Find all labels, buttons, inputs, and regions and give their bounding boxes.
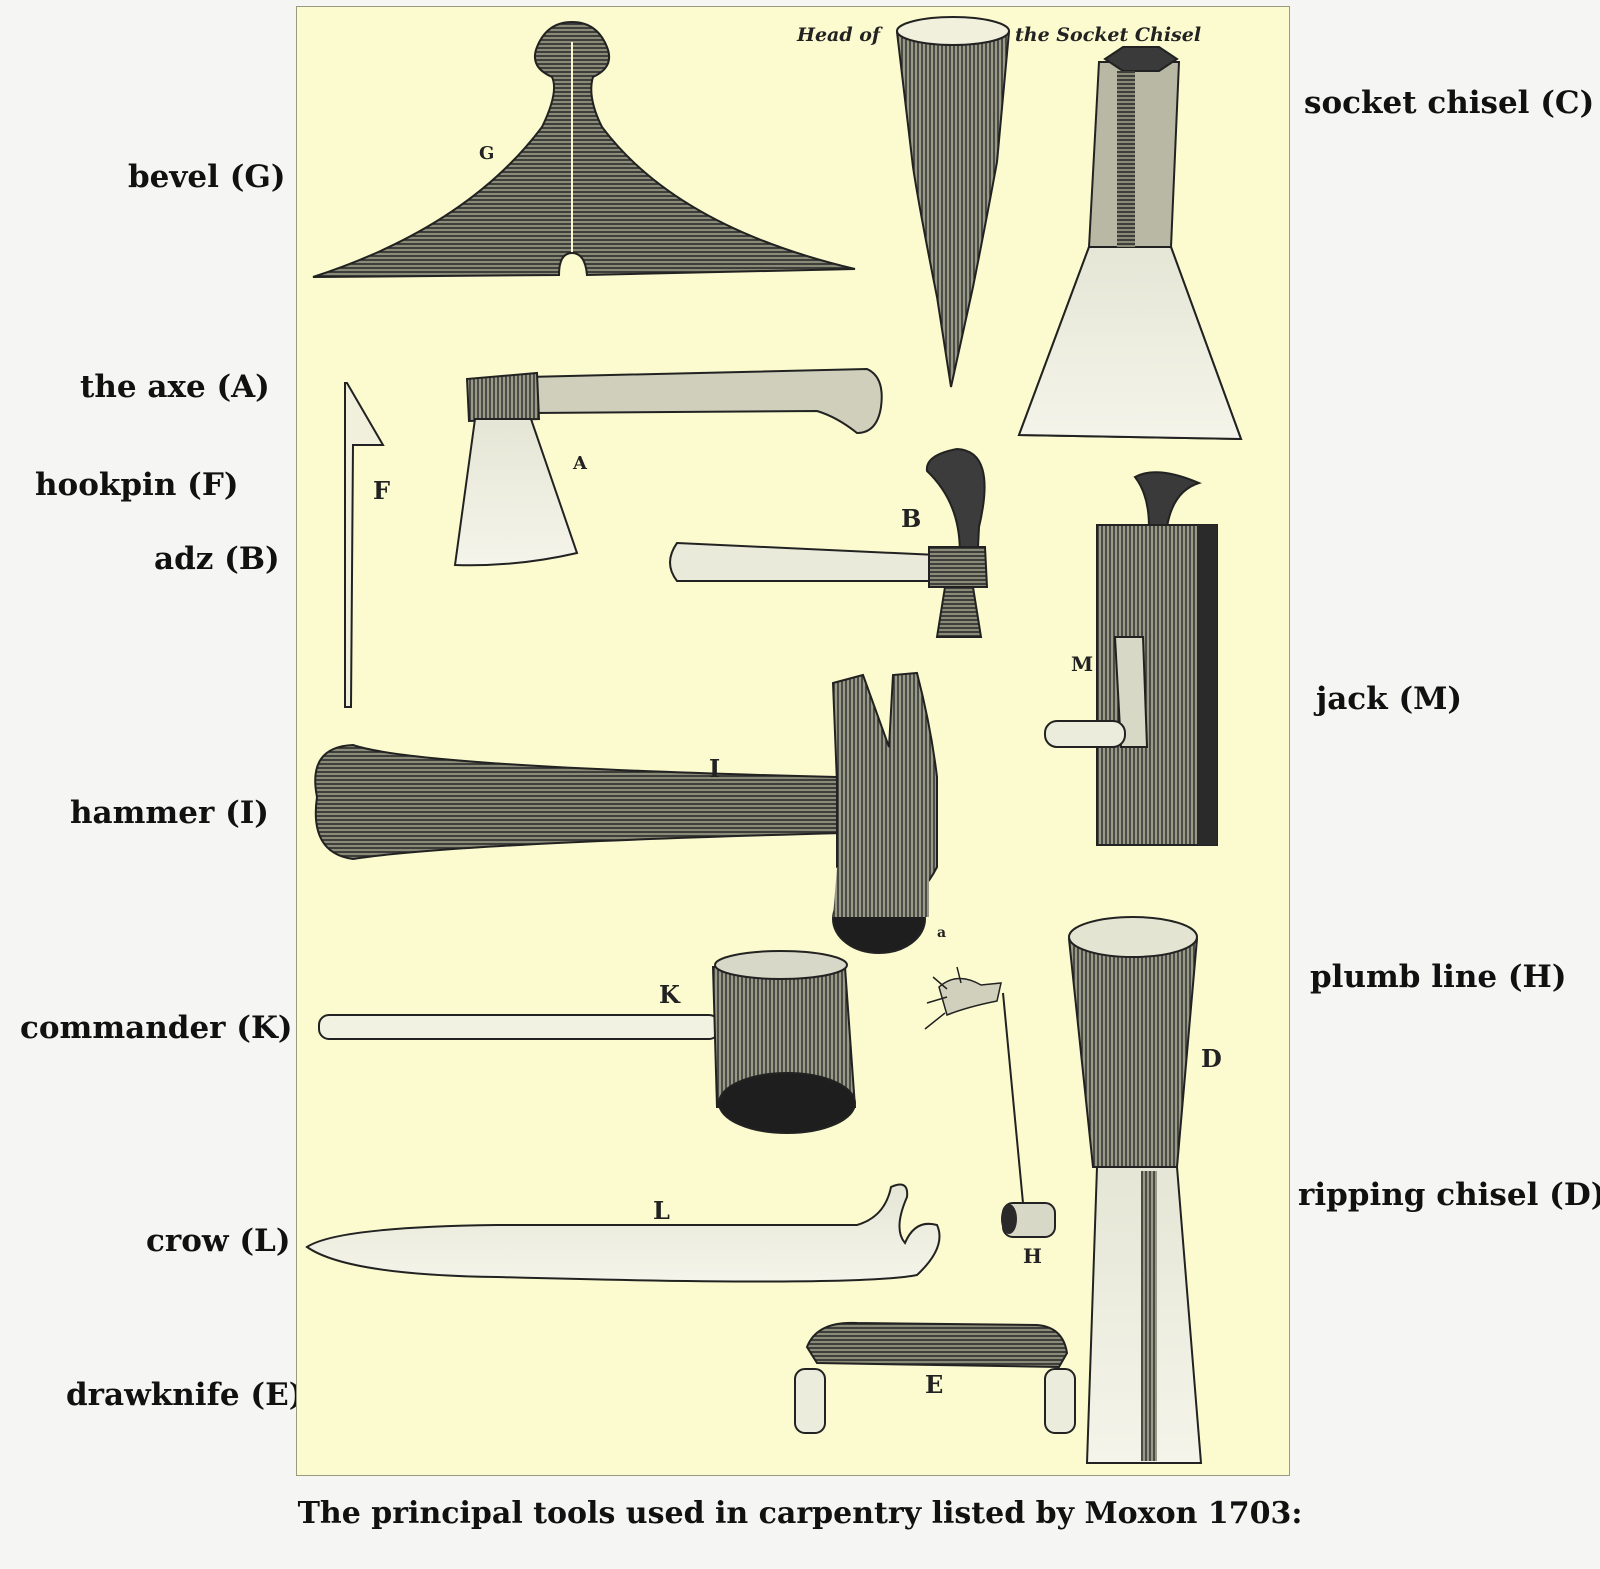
- letter-h: H: [1023, 1244, 1042, 1268]
- letter-d: D: [1201, 1044, 1222, 1073]
- figure-caption: The principal tools used in carpentry li…: [297, 1496, 1303, 1531]
- socket-chisel-drawing: [1017, 46, 1243, 441]
- label-socket-chisel: socket chisel (C): [1304, 85, 1595, 121]
- engraving-plate: G Head of the Socket Chisel F A B: [296, 6, 1290, 1476]
- adz-drawing: B: [669, 447, 989, 638]
- engraving-illustration: G Head of the Socket Chisel F A B: [305, 16, 1243, 1464]
- letter-m: M: [1071, 652, 1093, 676]
- label-hammer: hammer (I): [70, 795, 269, 831]
- letter-i: I: [709, 754, 720, 783]
- label-drawknife: drawknife (E): [66, 1377, 304, 1413]
- plumb-line-drawing: H: [924, 966, 1056, 1268]
- label-plumb-line: plumb line (H): [1310, 959, 1567, 995]
- letter-g: G: [479, 143, 494, 164]
- label-axe: the axe (A): [80, 369, 270, 405]
- label-crow: crow (L): [146, 1223, 291, 1259]
- letter-k: K: [659, 980, 681, 1009]
- letter-l: L: [653, 1196, 670, 1225]
- hookpin-drawing: F: [344, 382, 390, 708]
- commander-drawing: K: [318, 950, 857, 1134]
- ripping-chisel-drawing: D: [1067, 916, 1222, 1464]
- label-jack: jack (M): [1316, 681, 1463, 717]
- engraving-caption-right: the Socket Chisel: [1015, 24, 1201, 46]
- label-hookpin: hookpin (F): [35, 467, 239, 503]
- letter-a-small: a: [937, 925, 946, 941]
- axe-drawing: A: [453, 367, 883, 567]
- label-ripping-chisel: ripping chisel (D): [1298, 1177, 1600, 1213]
- hammer-drawing: I a: [314, 671, 946, 954]
- letter-e: E: [925, 1370, 943, 1399]
- label-commander: commander (K): [20, 1010, 293, 1046]
- crow-drawing: L: [305, 1183, 941, 1283]
- jack-drawing: M: [1044, 471, 1218, 846]
- letter-a: A: [572, 453, 588, 474]
- letter-f: F: [373, 476, 390, 505]
- engraving-caption-left: Head of: [796, 24, 883, 46]
- drawknife-drawing: E: [794, 1321, 1076, 1434]
- socket-chisel-head-drawing: Head of the Socket Chisel: [796, 16, 1201, 388]
- label-adz: adz (B): [154, 541, 280, 577]
- letter-b: B: [901, 504, 921, 533]
- bevel-drawing: G: [312, 20, 856, 278]
- label-bevel: bevel (G): [128, 159, 286, 195]
